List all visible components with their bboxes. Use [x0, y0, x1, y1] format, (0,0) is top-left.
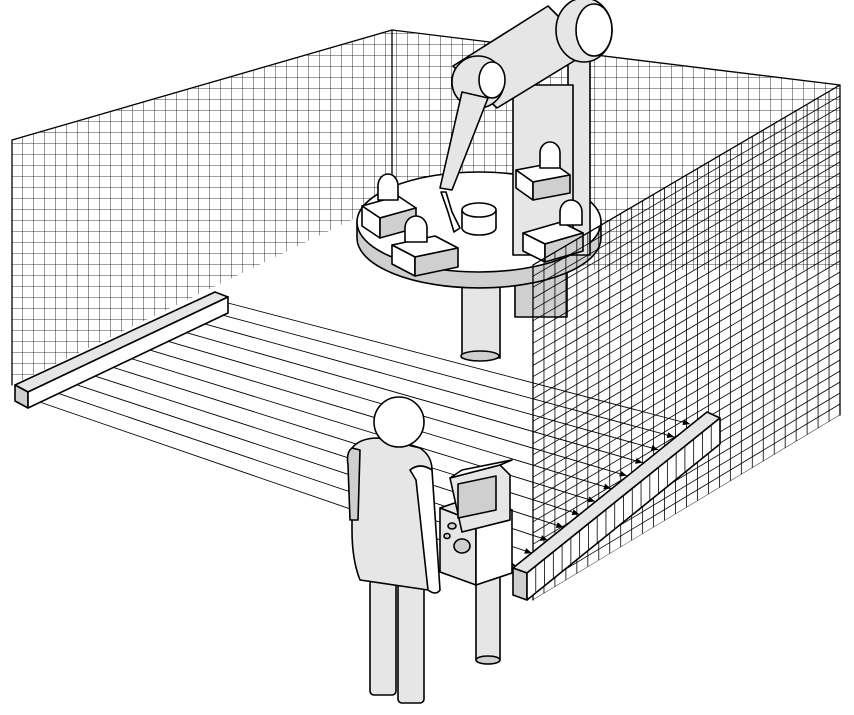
light-beam — [118, 354, 596, 502]
beam-arrowhead — [524, 548, 532, 554]
operator-control-panel — [439, 459, 513, 665]
light-beam — [173, 328, 643, 464]
light-beam — [209, 311, 675, 438]
light-beam — [191, 319, 659, 451]
cylinder-part — [461, 202, 497, 236]
fixture-2 — [515, 141, 571, 201]
operator-person — [346, 396, 441, 704]
workpiece-fixtures — [361, 141, 584, 277]
beam-arrowhead — [555, 522, 564, 528]
light-beam — [227, 302, 691, 425]
fixture-4 — [391, 215, 459, 277]
console-buttons — [443, 522, 471, 554]
light-curtain-emitter-bar — [14, 291, 229, 409]
beam-arrowhead — [650, 445, 659, 451]
beam-arrowhead — [571, 509, 580, 516]
beam-arrowhead — [666, 432, 675, 438]
light-curtain-receiver-bar — [512, 411, 721, 601]
beam-arrowhead — [587, 496, 596, 503]
receiver-sensor-marks — [535, 425, 712, 592]
beam-arrowhead — [603, 483, 611, 490]
beam-arrowhead — [619, 470, 627, 477]
